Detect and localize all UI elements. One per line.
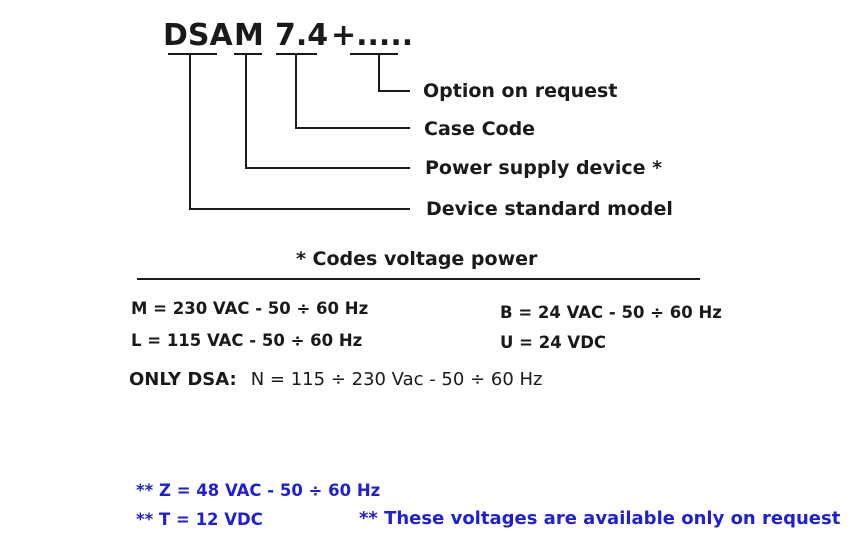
label-option: Option on request	[423, 80, 618, 102]
connector-case	[295, 54, 410, 129]
label-case-code: Case Code	[424, 118, 536, 140]
label-standard-model: Device standard model	[426, 198, 673, 220]
only-dsa-label: ONLY DSA:	[129, 369, 237, 390]
label-power-supply: Power supply device *	[425, 157, 663, 179]
code-part-m: M	[234, 18, 264, 53]
voltage-b: B = 24 VAC - 50 ÷ 60 Hz	[500, 303, 722, 322]
voltage-u: U = 24 VDC	[500, 333, 606, 352]
request-note: ** These voltages are available only on …	[359, 508, 841, 529]
connector-model	[189, 54, 410, 210]
voltage-m: M = 230 VAC - 50 ÷ 60 Hz	[131, 299, 369, 318]
voltage-l: L = 115 VAC - 50 ÷ 60 Hz	[131, 331, 363, 350]
connector-power	[245, 54, 410, 169]
voltage-z: ** Z = 48 VAC - 50 ÷ 60 Hz	[136, 481, 381, 500]
connector-option	[378, 54, 410, 92]
codes-voltage-title: * Codes voltage power	[296, 248, 538, 270]
code-part-dsa: DSA	[163, 18, 233, 53]
only-dsa-value: N = 115 ÷ 230 Vac - 50 ÷ 60 Hz	[250, 369, 543, 390]
voltage-t: ** T = 12 VDC	[136, 510, 263, 529]
code-part-option: +.....	[331, 18, 414, 53]
only-dsa-line: ONLY DSA: N = 115 ÷ 230 Vac - 50 ÷ 60 Hz	[129, 368, 542, 392]
code-part-case: 7.4	[275, 18, 329, 53]
